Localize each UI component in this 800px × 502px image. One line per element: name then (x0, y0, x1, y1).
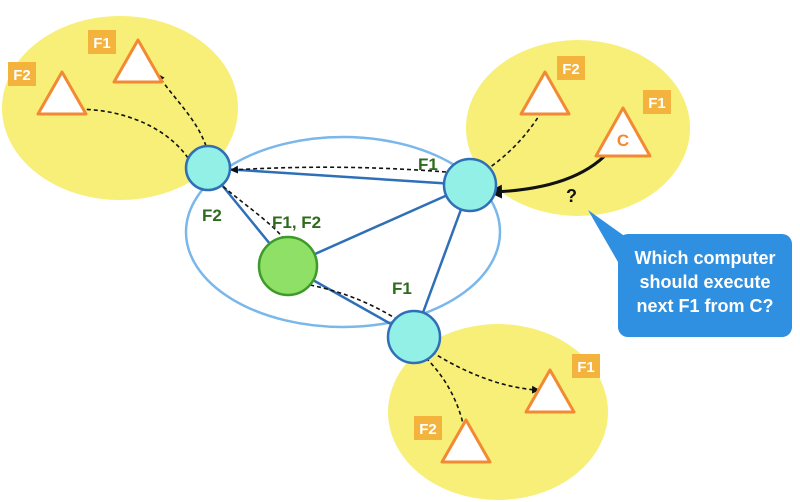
badge-top-right-f2-text: F2 (562, 61, 580, 78)
link-left-right (207, 166, 471, 187)
badge-top-left-f1-text: F1 (93, 35, 111, 52)
client-triangle-top-left-f1 (112, 38, 164, 84)
label-center-node: F1, F2 (272, 213, 321, 232)
arrow-bottom-to-f1-client (431, 351, 540, 394)
client-triangle-bottom-f1 (524, 368, 576, 414)
server-node-bottom (386, 309, 442, 365)
callout-box: Which computer should execute next F1 fr… (618, 234, 792, 337)
question-mark: ? (566, 186, 577, 206)
link-right-center (287, 183, 471, 268)
badge-bottom-f1-text: F1 (577, 359, 595, 376)
label-bottom-server: F1 (392, 279, 412, 298)
arrow-bottom-to-f2-client (425, 357, 470, 442)
cluster-bottom (388, 324, 608, 500)
client-triangle-bottom-f2 (440, 418, 492, 464)
server-node-left (184, 144, 232, 192)
label-left-server: F2 (202, 206, 222, 225)
client-c-label: C (617, 131, 629, 150)
badge-top-right-f1-text: F1 (648, 95, 666, 112)
cluster-top-left (2, 16, 238, 200)
badge-bottom-f2-text: F2 (419, 421, 437, 438)
callout-line-1: Which computer (634, 248, 776, 268)
badge-bottom-f1: F1 (572, 354, 600, 378)
badge-top-right-f2: F2 (557, 56, 585, 80)
client-triangle-c (594, 106, 652, 158)
callout-line-3: next F1 from C? (636, 296, 774, 316)
callout-line-2: should execute (639, 272, 771, 292)
badge-top-left-f1: F1 (88, 30, 116, 54)
label-right-server: F1 (418, 155, 438, 174)
client-triangle-top-left-f2 (36, 70, 88, 116)
cluster-top-right (466, 40, 690, 216)
badge-top-left-f2: F2 (8, 62, 36, 86)
client-triangle-top-right-f2 (519, 70, 571, 116)
badge-bottom-f2: F2 (414, 416, 442, 440)
server-node-right (442, 157, 498, 213)
server-node-center (257, 235, 319, 297)
badge-top-left-f2-text: F2 (13, 67, 31, 84)
badge-top-right-f1: F1 (643, 90, 671, 114)
